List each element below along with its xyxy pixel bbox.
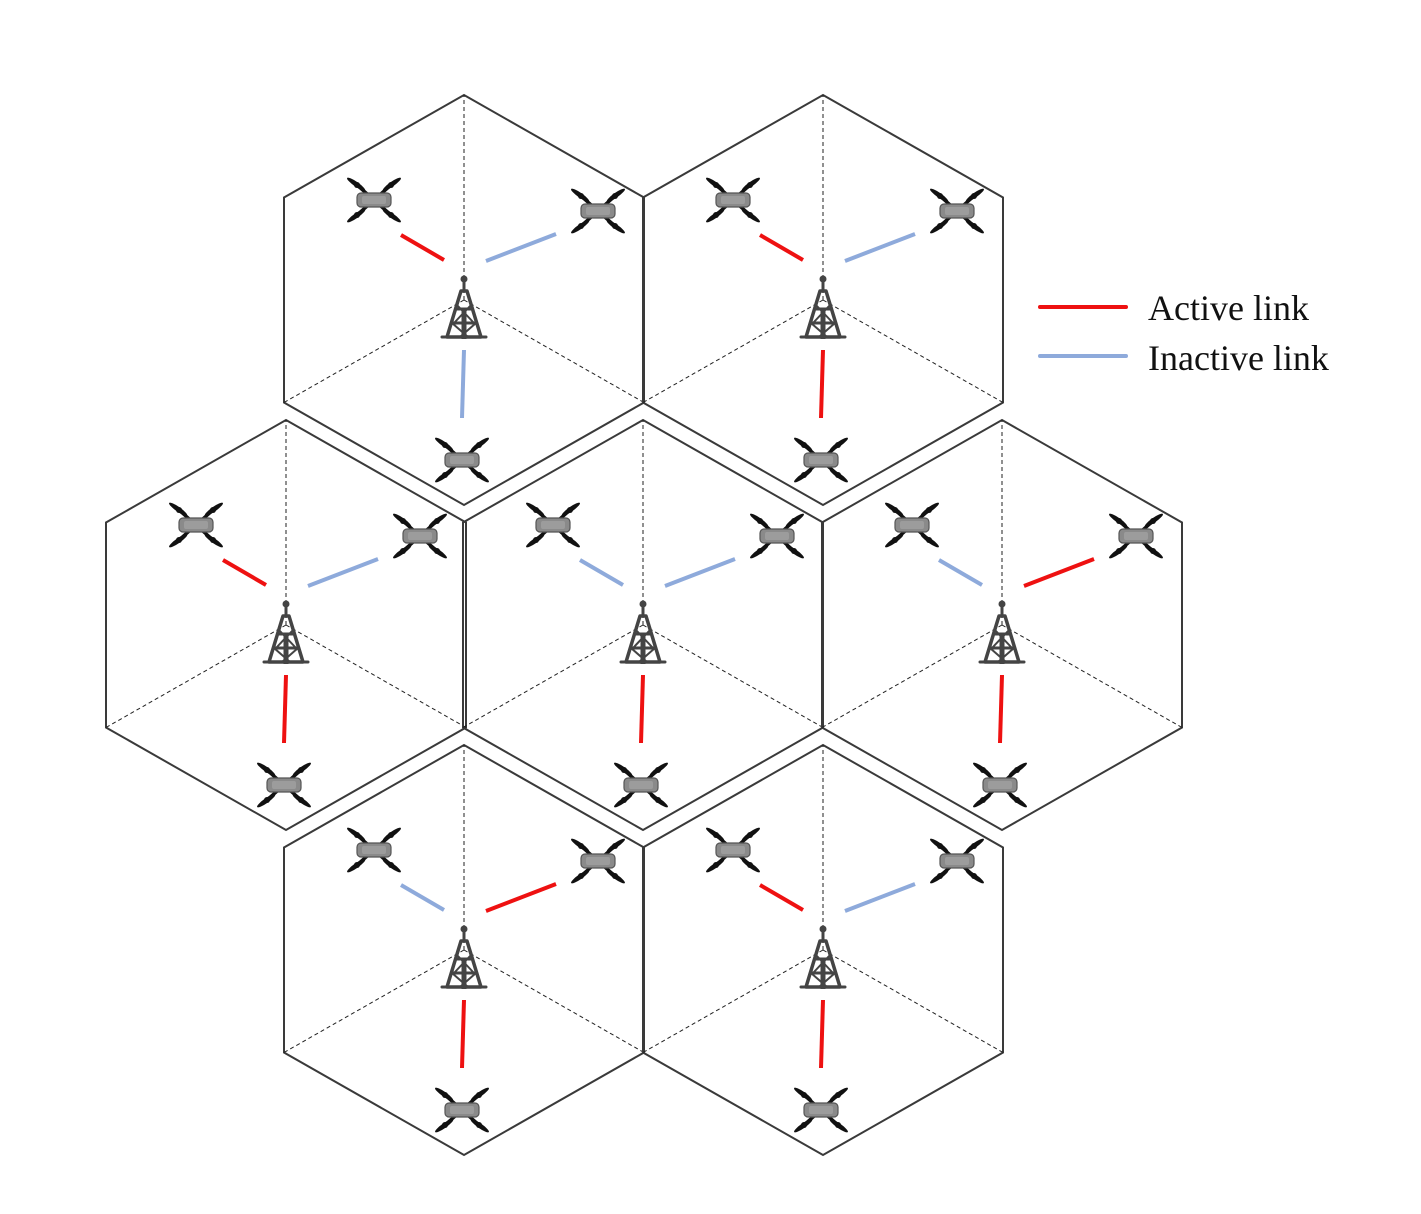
sector-divider (285, 624, 467, 728)
cell-tower-icon (799, 275, 847, 339)
link-upper-left (578, 558, 625, 587)
cell-top-left (283, 93, 645, 507)
drone-icon (973, 762, 1027, 808)
drone-icon (1109, 513, 1163, 559)
cell-tower-icon (978, 600, 1026, 664)
cell-top-right (642, 93, 1004, 507)
drone-icon (930, 188, 984, 234)
drone-icon (435, 437, 489, 483)
link-upper-left (937, 558, 984, 587)
sector-divider (642, 299, 824, 403)
sector-divider (283, 949, 465, 1053)
drone-icon (794, 1087, 848, 1133)
cell-bottom-right (642, 743, 1004, 1157)
sector-divider (822, 949, 1004, 1053)
drone-icon (571, 838, 625, 884)
drone-icon (571, 188, 625, 234)
legend-item-active: Active link (1038, 288, 1309, 328)
cell-tower-icon (440, 925, 488, 989)
drone-icon (347, 177, 401, 223)
sector-divider (821, 624, 1003, 728)
cell-middle-right (821, 418, 1183, 832)
link-upper-right (485, 232, 557, 263)
link-upper-left (758, 883, 805, 912)
drone-icon (393, 513, 447, 559)
cell-middle-left (105, 418, 467, 832)
cell-bottom-left (283, 743, 645, 1157)
drone-icon (347, 827, 401, 873)
link-bottom (998, 674, 1004, 744)
sector-divider (1001, 624, 1183, 728)
link-upper-left (221, 558, 268, 587)
sector-divider (462, 624, 644, 728)
cell-tower-icon (440, 275, 488, 339)
cell-tower-icon (799, 925, 847, 989)
drone-icon (706, 827, 760, 873)
link-bottom (460, 349, 466, 419)
link-bottom (460, 999, 466, 1069)
drone-icon (794, 437, 848, 483)
sector-divider (822, 299, 1004, 403)
link-bottom (819, 999, 825, 1069)
drone-icon (526, 502, 580, 548)
link-upper-right (485, 882, 557, 913)
link-bottom (819, 349, 825, 419)
sector-divider (642, 624, 824, 728)
link-upper-right (844, 232, 916, 263)
sector-divider (642, 949, 824, 1053)
link-upper-left (399, 883, 446, 912)
cell-tower-icon (262, 600, 310, 664)
cell-boundary (642, 93, 1004, 507)
link-upper-right (1023, 557, 1095, 588)
link-upper-right (844, 882, 916, 913)
cell-tower-icon (619, 600, 667, 664)
cell-boundary (642, 743, 1004, 1157)
cell-center (462, 418, 824, 832)
legend: Active link Inactive link (1038, 288, 1329, 378)
link-upper-right (664, 557, 736, 588)
link-bottom (639, 674, 645, 744)
sector-divider (283, 299, 465, 403)
drone-icon (930, 838, 984, 884)
drone-icon (435, 1087, 489, 1133)
drone-icon (885, 502, 939, 548)
link-upper-left (758, 233, 805, 262)
sector-divider (105, 624, 287, 728)
drone-icon (614, 762, 668, 808)
cell-boundary (821, 418, 1183, 832)
cell-boundary (105, 418, 467, 832)
legend-item-inactive: Inactive link (1038, 338, 1329, 378)
legend-label-active: Active link (1148, 288, 1309, 328)
legend-label-inactive: Inactive link (1148, 338, 1329, 378)
hexagonal-cells (105, 93, 1183, 1157)
drone-icon (750, 513, 804, 559)
drone-icon (706, 177, 760, 223)
link-bottom (282, 674, 288, 744)
drone-icon (169, 502, 223, 548)
sector-divider (463, 299, 645, 403)
drone-icon (257, 762, 311, 808)
sector-divider (463, 949, 645, 1053)
link-upper-left (399, 233, 446, 262)
link-upper-right (307, 557, 379, 588)
